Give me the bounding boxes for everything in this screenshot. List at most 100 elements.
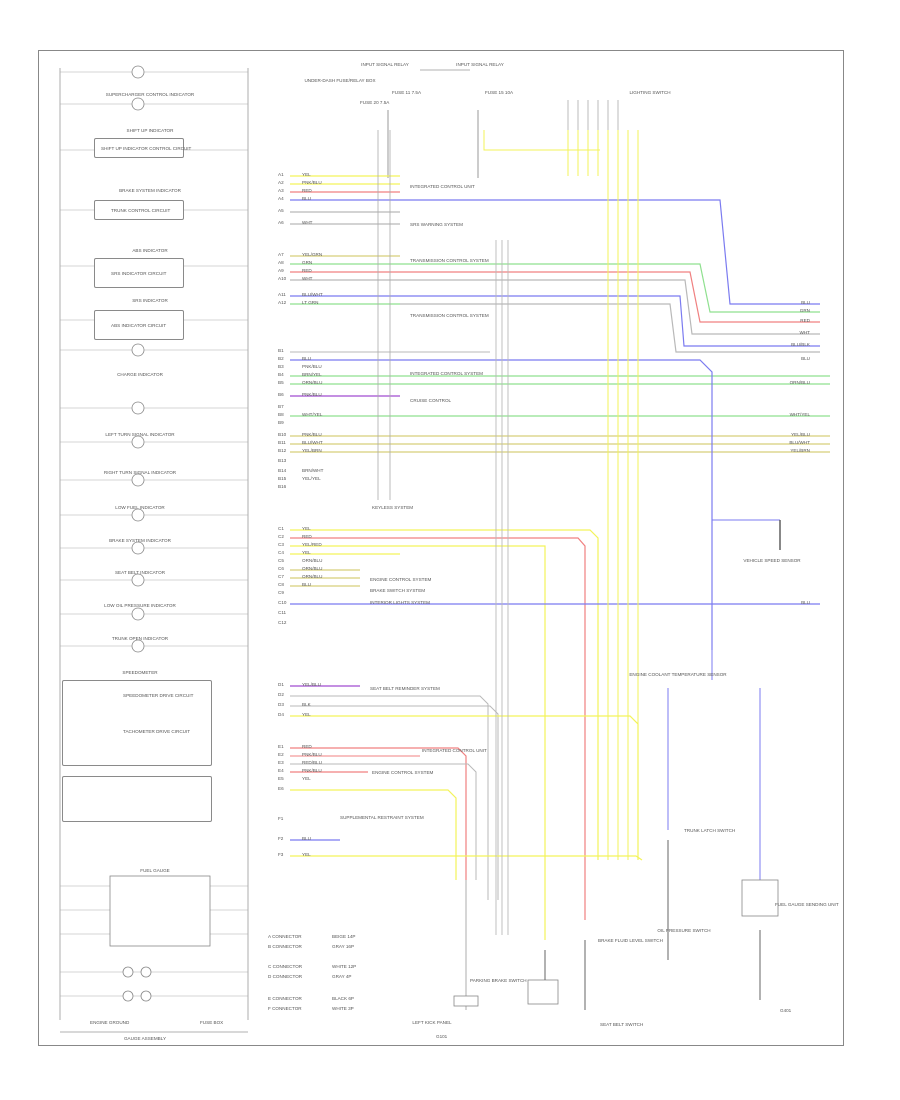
wire-b-long (290, 359, 713, 650)
fuse-label: FUSE 20 7.5A (360, 100, 390, 105)
gauge-element (122, 990, 134, 1002)
pin-label: A3 (278, 188, 284, 193)
legend-desc: BEIGE 14P (332, 934, 356, 939)
pin-label: B2 (278, 356, 284, 361)
component-label: TRUNK LATCH SWITCH (684, 828, 736, 833)
wire-color: LT GRN (302, 300, 319, 305)
wire-color: YEL/BLU (302, 682, 321, 687)
fuel-gauge-label: FUEL GAUGE (140, 868, 170, 873)
wire-color: BLK (302, 702, 311, 707)
right-label: YEL/BLU (791, 432, 810, 437)
indicator-label: SEAT BELT INDICATOR (114, 570, 166, 575)
wire-e (290, 789, 457, 880)
wire-a-long (400, 263, 820, 313)
destination-label: INTEGRATED CONTROL UNIT (410, 184, 475, 189)
pin-label: A6 (278, 220, 284, 225)
pin-label: B6 (278, 392, 284, 397)
wire-a-long (400, 199, 820, 305)
pin-label: B4 (278, 372, 284, 377)
pin-label: C5 (278, 558, 284, 563)
wire-color: RED (302, 744, 312, 749)
pin-label: C11 (278, 610, 287, 615)
wire-a-long (400, 271, 820, 323)
legend-name: E CONNECTOR (268, 996, 302, 1001)
pin-label: F1 (278, 816, 284, 821)
component-label: OIL PRESSURE SWITCH (657, 928, 711, 933)
pin-label: C6 (278, 566, 284, 571)
pin-label: A1 (278, 172, 284, 177)
meter-box: SPEEDOMETER DRIVE CIRCUIT TACHOMETER DRI… (62, 680, 212, 766)
top-label: UNDER-DASH FUSE/RELAY BOX (304, 78, 376, 83)
wire-d (290, 715, 639, 860)
pin-label: D3 (278, 702, 284, 707)
wire-color: PNK/BLU (302, 180, 322, 185)
gauge-element (122, 966, 134, 978)
pin-label: D1 (278, 682, 284, 687)
top-label: INPUT SIGNAL RELAY (361, 62, 409, 67)
indicator-lamp (131, 541, 145, 555)
ground-block (453, 995, 479, 1007)
destination-label: SEAT BELT REMINDER SYSTEM (370, 686, 440, 691)
wire-a-long (400, 295, 820, 347)
wire-color: WHT (302, 220, 313, 225)
diagram-frame (38, 50, 844, 1046)
gauge-assembly-label: GAUGE ASSEMBLY (123, 1036, 167, 1041)
pin-label: C2 (278, 534, 284, 539)
wire-color: BRN/WHT (302, 468, 324, 473)
subbox-label: SPEEDOMETER DRIVE CIRCUIT (123, 693, 194, 698)
right-label: ORN/BLU (789, 380, 810, 385)
destination-label: INTERIOR LIGHTS SYSTEM (370, 600, 430, 605)
legend-desc: WHITE 3P (332, 1006, 354, 1011)
wire-e (290, 747, 467, 880)
ground-label: G101 (436, 1034, 448, 1039)
wire-color: YEL/GRN (302, 252, 323, 257)
wire-color: YEL (302, 776, 311, 781)
indicator-label: LOW FUEL INDICATOR (115, 505, 165, 510)
subbox-label: TACHOMETER DRIVE CIRCUIT (123, 729, 191, 734)
indicator-label: SRS INDICATOR (132, 298, 168, 303)
right-label: WHT/YEL (789, 412, 810, 417)
pin-label: D2 (278, 692, 284, 697)
pin-label: C7 (278, 574, 284, 579)
legend-name: D CONNECTOR (268, 974, 303, 979)
legend-desc: WHITE 12P (332, 964, 357, 969)
pin-label: B15 (278, 476, 287, 481)
component-label: SEAT BELT SWITCH (600, 1022, 644, 1027)
destination-label: INTEGRATED CONTROL UNIT (422, 748, 487, 753)
pin-label: C1 (278, 526, 284, 531)
pin-label: A7 (278, 252, 284, 257)
pin-label: C3 (278, 542, 284, 547)
subbox-label: SHIFT UP INDICATOR CONTROL CIRCUIT (101, 146, 192, 151)
indicator-label: CHARGE INDICATOR (117, 372, 163, 377)
pin-label: A2 (278, 180, 284, 185)
destination-label: CRUISE CONTROL (410, 398, 452, 403)
wire-f (290, 855, 643, 861)
wire-color: YEL/BRN (302, 448, 322, 453)
legend-name: F CONNECTOR (268, 1006, 302, 1011)
pin-label: B5 (278, 380, 284, 385)
wire-c (290, 537, 586, 920)
legend-name: A CONNECTOR (268, 934, 302, 939)
indicator-label: SUPERCHARGER CONTROL INDICATOR (105, 92, 195, 97)
wire-color: WHT (302, 276, 313, 281)
right-label: WHT (799, 330, 810, 335)
pin-label: C12 (278, 620, 287, 625)
gauge-element (140, 990, 152, 1002)
pin-label: C10 (278, 600, 287, 605)
wire-e (290, 763, 477, 880)
pin-label: D4 (278, 712, 284, 717)
wire-color: RED (302, 188, 312, 193)
right-label: BLU (801, 300, 810, 305)
component-label: ENGINE COOLANT TEMPERATURE SENSOR (629, 672, 727, 677)
wire-c (290, 529, 599, 860)
wire-color: BLU/WHT (302, 440, 323, 445)
component-label: PARKING BRAKE SWITCH (470, 978, 527, 983)
pin-label: B14 (278, 468, 287, 473)
pin-label: E2 (278, 752, 284, 757)
destination-label: INTEGRATED CONTROL SYSTEM (410, 371, 483, 376)
wire-color: RED (302, 534, 312, 539)
legend-desc: GRAY 4P (332, 974, 352, 979)
subbox-label: TRUNK CONTROL CIRCUIT (111, 208, 171, 213)
wire-color: BLU (302, 836, 311, 841)
